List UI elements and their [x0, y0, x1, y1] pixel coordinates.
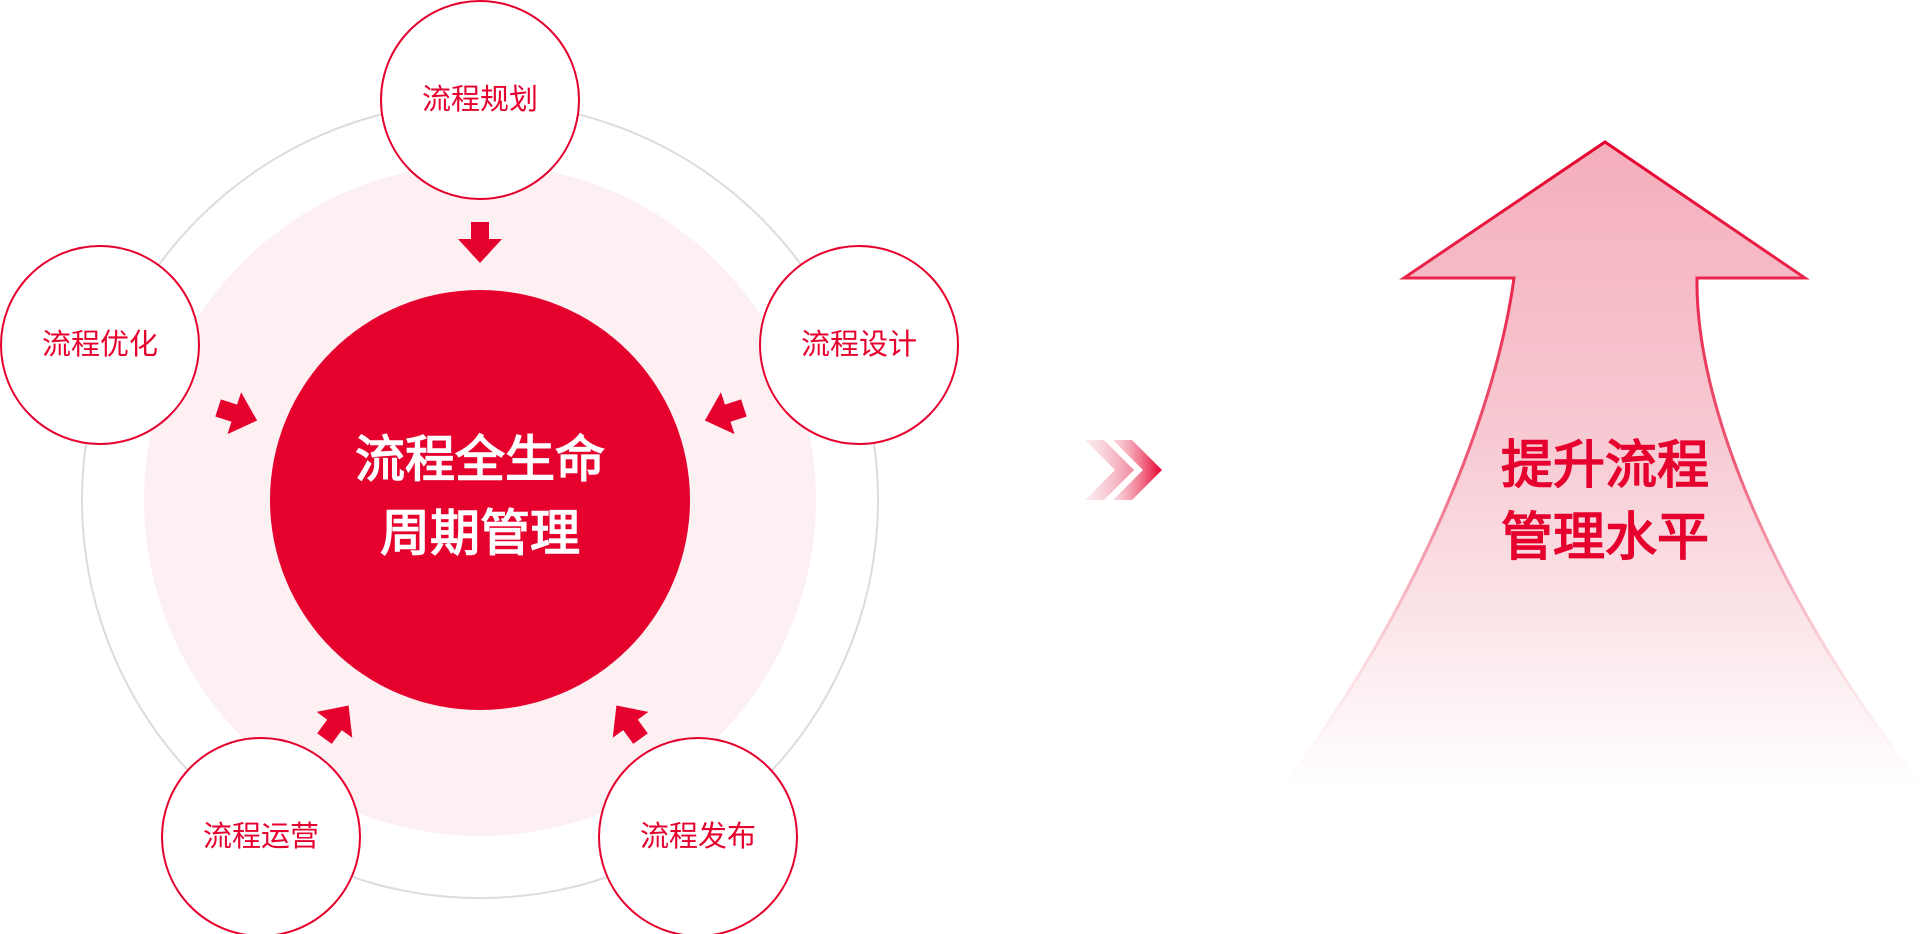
arrow-planning-to-center-icon: [458, 222, 502, 263]
arrow-operation-to-center-icon: [316, 705, 353, 744]
big-upward-arrow: [1276, 140, 1929, 792]
arrow-optimization-to-center-icon: [215, 392, 258, 435]
node-release-label: 流程发布: [640, 819, 756, 853]
node-planning-label: 流程规划: [422, 82, 538, 116]
node-design-label: 流程设计: [801, 327, 917, 361]
center-title-line1: 流程全生命: [355, 431, 605, 489]
node-operation-label: 流程运营: [203, 819, 319, 853]
double-chevron-right-icon: [1085, 440, 1162, 500]
node-release: 流程发布: [598, 737, 798, 934]
center-circle: [270, 290, 690, 710]
node-planning: 流程规划: [380, 0, 580, 200]
center-title-line2: 周期管理: [380, 505, 580, 563]
node-design: 流程设计: [759, 245, 959, 445]
result-title-line2: 管理水平: [1501, 508, 1709, 568]
node-optimization: 流程优化: [0, 245, 200, 445]
result-title-line1: 提升流程: [1501, 436, 1709, 496]
arrow-release-to-center-icon: [612, 705, 649, 744]
node-optimization-label: 流程优化: [42, 327, 158, 361]
node-operation: 流程运营: [161, 737, 361, 934]
arrow-design-to-center-icon: [704, 392, 747, 435]
